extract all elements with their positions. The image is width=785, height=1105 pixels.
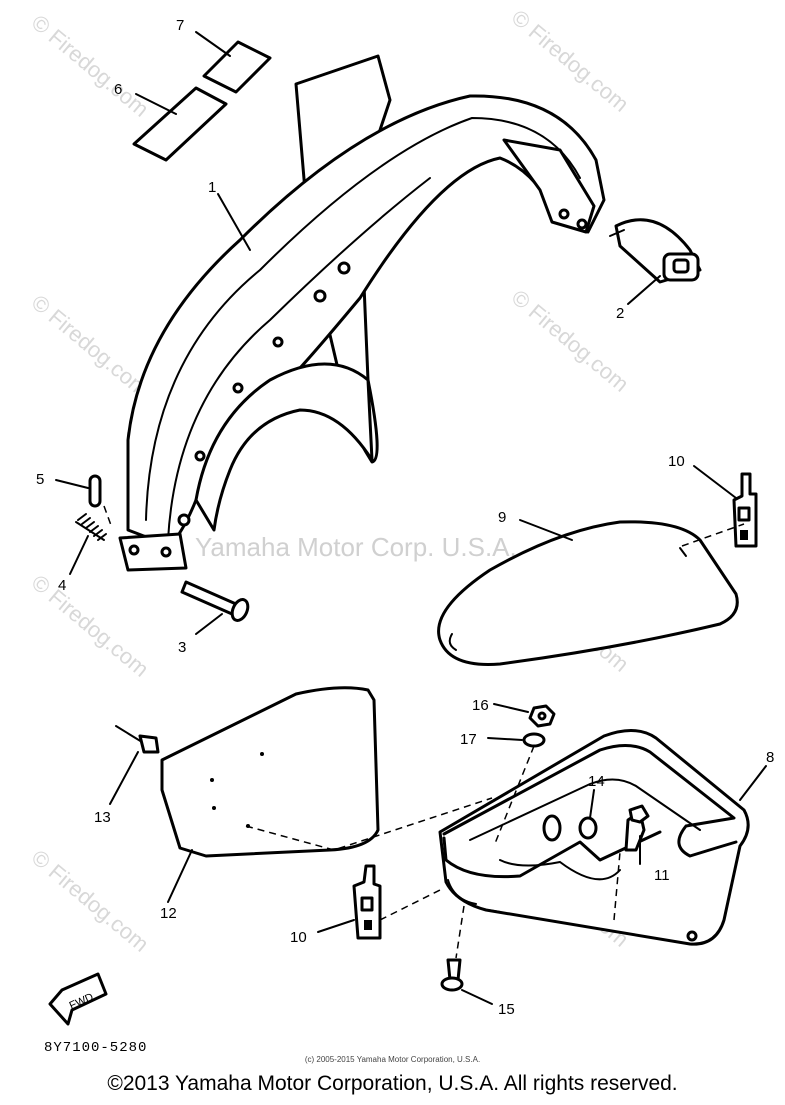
- spring-4: [75, 513, 107, 541]
- callout-5: 5: [36, 471, 44, 488]
- callout-11: 11: [654, 867, 670, 884]
- assembly-lines: [103, 505, 745, 959]
- callout-16: 16: [472, 697, 489, 714]
- callout-15: 15: [498, 1001, 515, 1018]
- fwd-arrow-icon: FWD: [48, 972, 108, 1026]
- watermark-firedog: © Firedog.com: [507, 285, 634, 397]
- callout-10-lower: 10: [290, 929, 307, 946]
- watermark-center: Yamaha Motor Corp. U.S.A.: [195, 532, 517, 562]
- leader-lines: [55, 31, 767, 1005]
- side-cover-9: [437, 520, 739, 666]
- grommet-10-lower: [352, 864, 382, 940]
- footer-copyright: ©2013 Yamaha Motor Corporation, U.S.A. A…: [107, 1072, 678, 1095]
- washer-17: [522, 732, 546, 748]
- bolt-3: [180, 580, 250, 622]
- small-copyright: (c) 2005-2015 Yamaha Motor Corporation, …: [304, 1055, 481, 1064]
- nut-16: [528, 704, 556, 728]
- pin-5: [88, 474, 102, 508]
- callout-8: 8: [766, 749, 774, 766]
- callout-6: 6: [114, 81, 122, 98]
- screw-13: [115, 725, 160, 754]
- tray-8: [438, 729, 750, 946]
- bolt-15: [440, 958, 464, 992]
- callout-10-upper: 10: [668, 453, 685, 470]
- callout-2: 2: [616, 305, 624, 322]
- side-cover-12: [160, 686, 380, 858]
- watermark-firedog: © Firedog.com: [27, 570, 154, 682]
- callout-4: 4: [58, 577, 66, 594]
- fender-guard: [118, 54, 606, 572]
- callout-9: 9: [498, 509, 506, 526]
- callout-17: 17: [460, 731, 477, 748]
- callout-1: 1: [208, 179, 216, 196]
- watermark-firedog: © Firedog.com: [507, 5, 634, 117]
- clip-2: [609, 218, 702, 284]
- callout-13: 13: [94, 809, 111, 826]
- callout-12: 12: [160, 905, 177, 922]
- callouts: 7 6 1 2 5 4 3 10 9 16 17 8 14 13 11 12 1…: [36, 17, 774, 1018]
- watermark-firedog: © Firedog.com: [27, 290, 154, 402]
- decal-7: [202, 40, 272, 94]
- grommet-10-upper: [732, 472, 758, 548]
- callout-14: 14: [588, 773, 605, 790]
- watermark-firedog: © Firedog.com: [27, 845, 154, 957]
- part-number-code: 8Y7100-5280: [44, 1040, 148, 1056]
- decal-6: [132, 86, 228, 162]
- callout-3: 3: [178, 639, 186, 656]
- bolt-11: [624, 804, 650, 852]
- callout-7: 7: [176, 17, 184, 34]
- watermark-firedog: © Firedog.com: [27, 10, 154, 122]
